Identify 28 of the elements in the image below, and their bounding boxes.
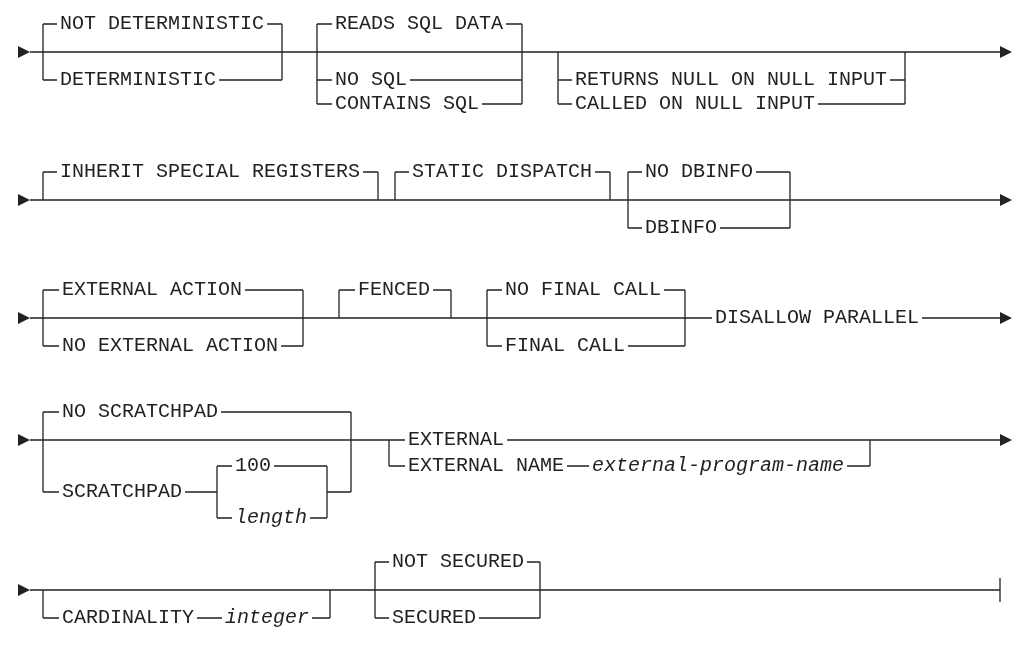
syntax-keyword: EXTERNAL ACTION xyxy=(62,279,243,301)
syntax-variable: external-program-name xyxy=(592,455,845,477)
syntax-keyword: SCRATCHPAD xyxy=(62,481,183,503)
syntax-keyword: EXTERNAL NAME xyxy=(408,455,565,477)
syntax-keyword: READS SQL DATA xyxy=(335,13,504,35)
syntax-keyword: CARDINALITY xyxy=(62,607,195,629)
syntax-keyword: CALLED ON NULL INPUT xyxy=(575,93,816,115)
syntax-keyword: NO SQL xyxy=(335,69,407,91)
syntax-keyword: INHERIT SPECIAL REGISTERS xyxy=(60,161,361,183)
syntax-keyword: DISALLOW PARALLEL xyxy=(715,307,920,329)
syntax-keyword: EXTERNAL xyxy=(408,429,504,451)
syntax-keyword: DBINFO xyxy=(645,217,717,239)
syntax-keyword: SECURED xyxy=(392,607,476,629)
syntax-keyword: RETURNS NULL ON NULL INPUT xyxy=(575,69,888,91)
syntax-keyword: NOT DETERMINISTIC xyxy=(60,13,265,35)
syntax-keyword: FINAL CALL xyxy=(505,335,626,357)
syntax-keyword: STATIC DISPATCH xyxy=(412,161,593,183)
syntax-keyword: NO FINAL CALL xyxy=(505,279,662,301)
syntax-keyword: NO DBINFO xyxy=(645,161,754,183)
syntax-keyword: 100 xyxy=(235,455,271,477)
syntax-variable: integer xyxy=(225,607,309,629)
syntax-keyword: NO SCRATCHPAD xyxy=(62,401,219,423)
syntax-keyword: DETERMINISTIC xyxy=(60,69,217,91)
syntax-variable: length xyxy=(235,507,307,529)
syntax-keyword: NOT SECURED xyxy=(392,551,525,573)
syntax-keyword: FENCED xyxy=(358,279,430,301)
syntax-keyword: CONTAINS SQL xyxy=(335,93,480,115)
syntax-keyword: NO EXTERNAL ACTION xyxy=(62,335,279,357)
